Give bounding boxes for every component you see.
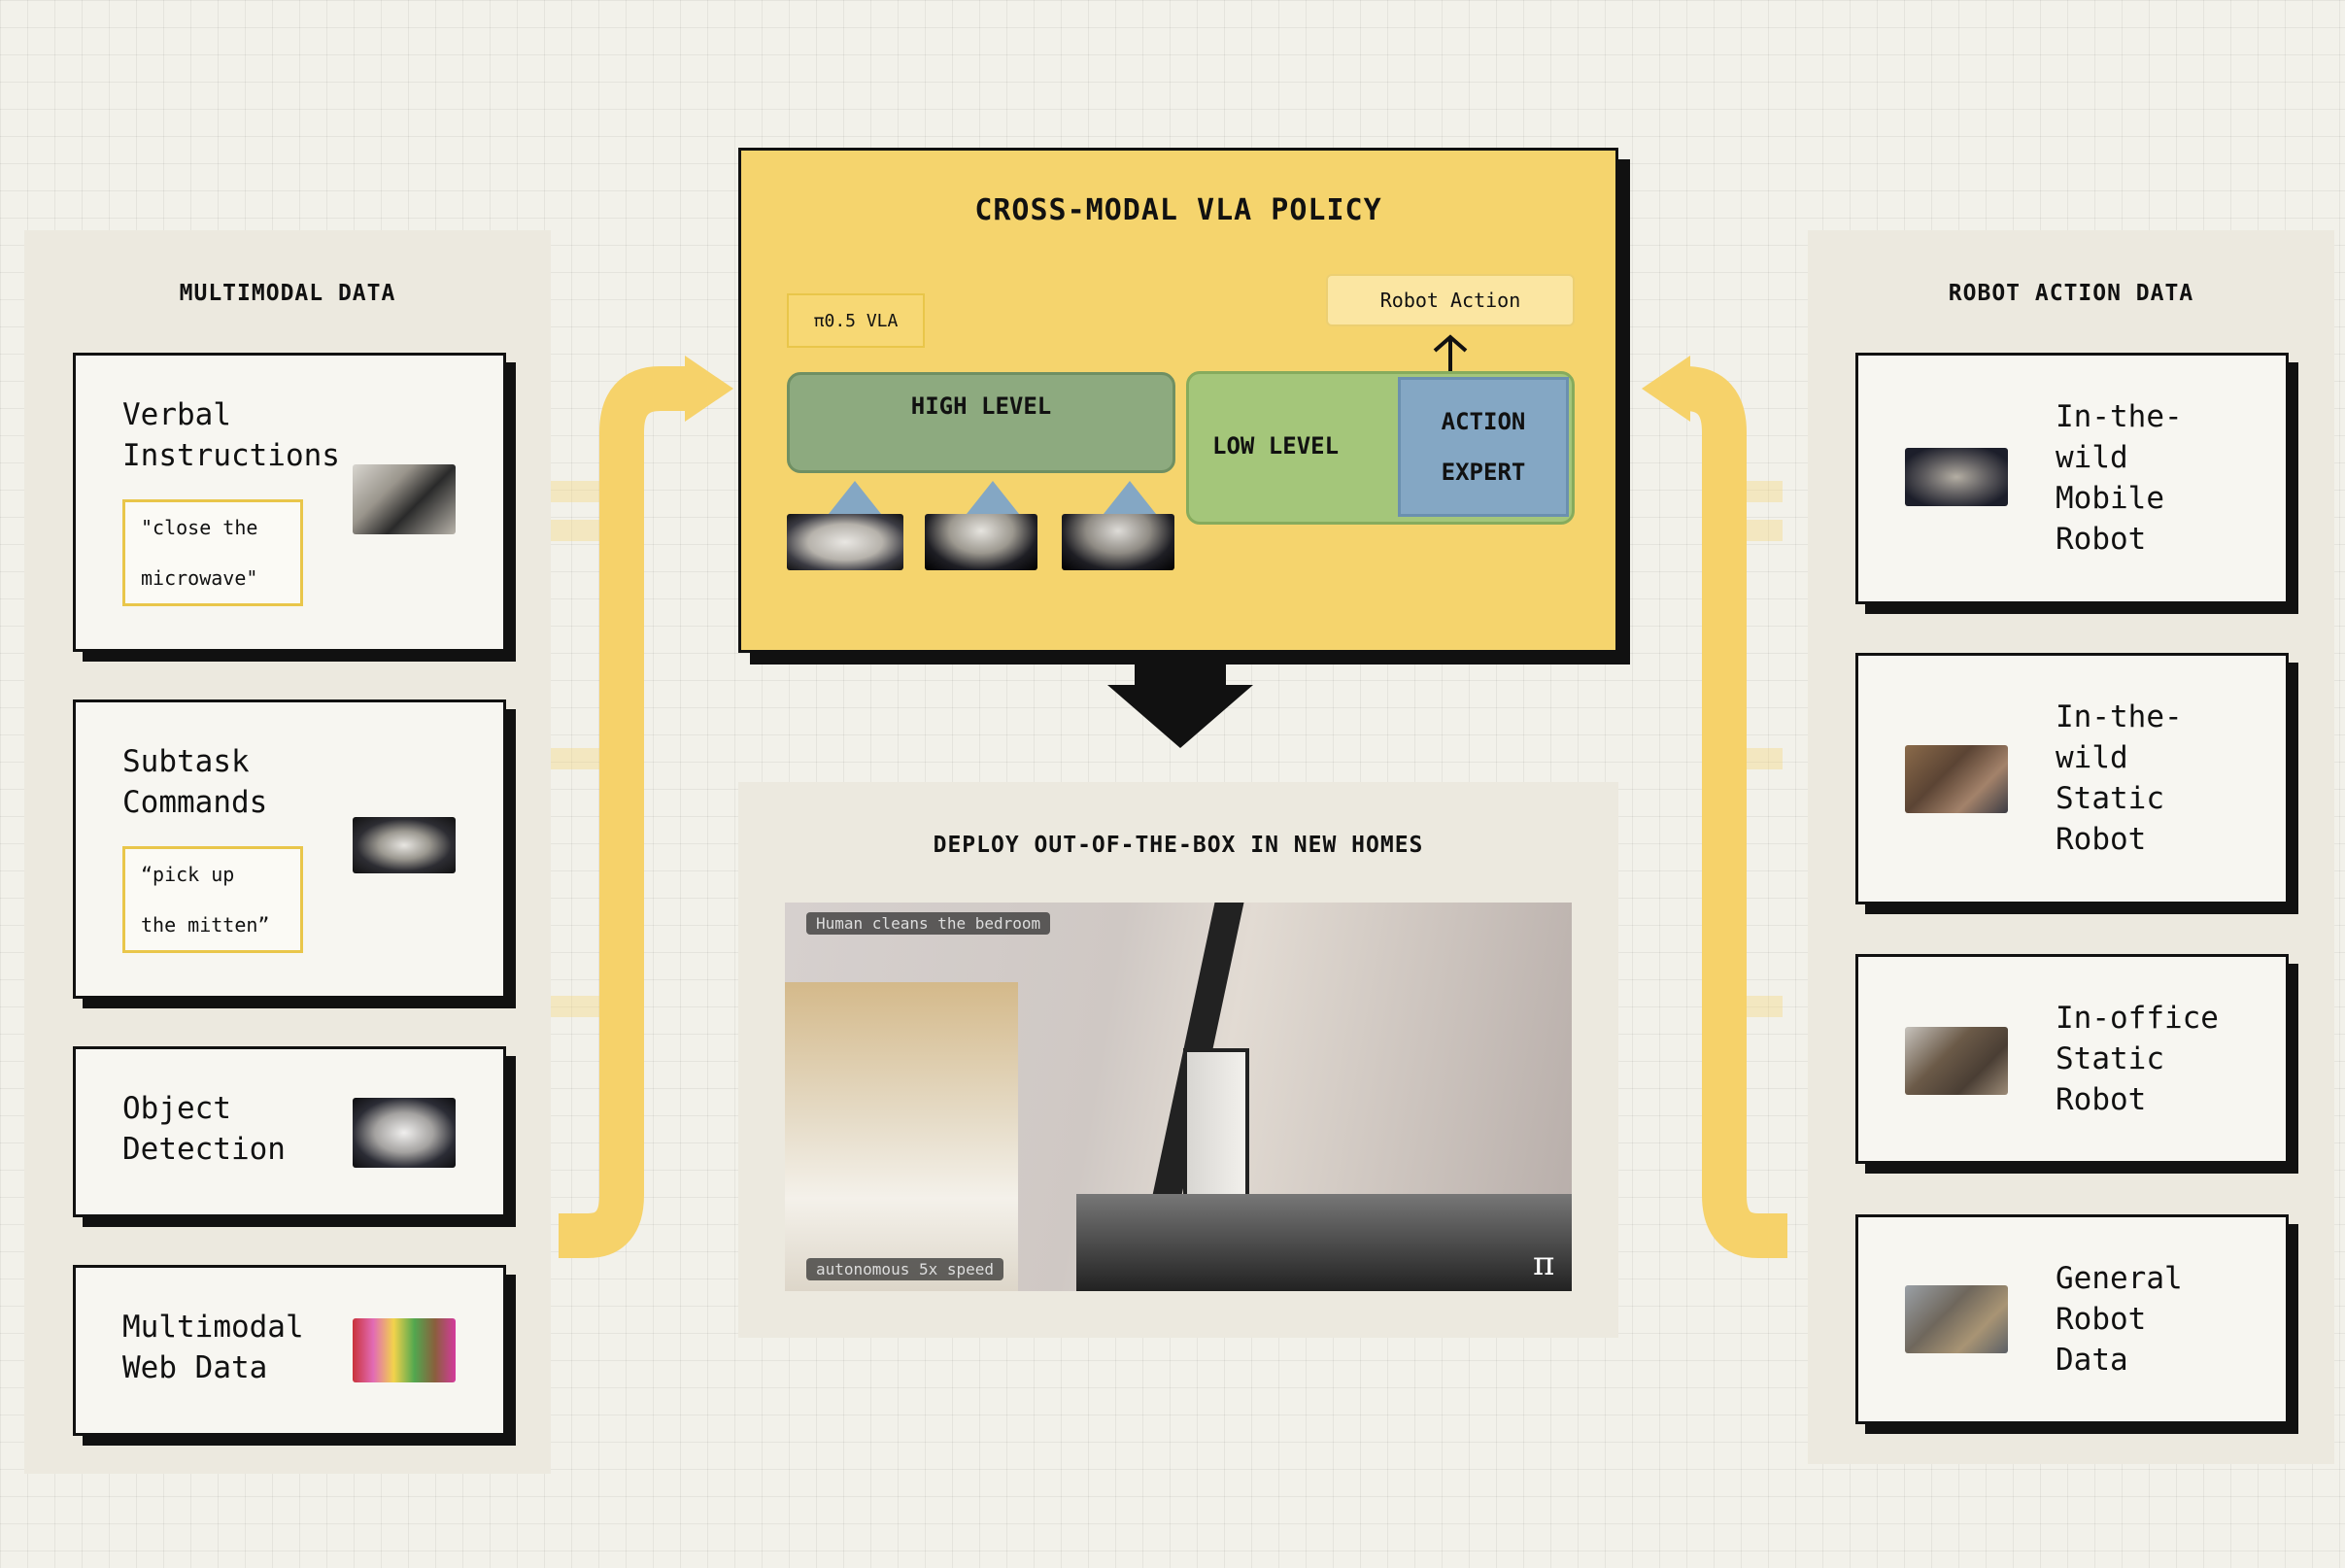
action-expert-node: ACTION EXPERT [1398, 377, 1569, 517]
general-robot-photo-icon [1905, 1285, 2008, 1353]
high-level-node: HIGH LEVEL [787, 372, 1175, 473]
colorful-room-photo-icon [353, 1318, 456, 1382]
mobile-robot-photo-icon [1905, 448, 2008, 506]
card-label: Multimodal Web Data [122, 1310, 304, 1385]
fisheye-photo-icon [353, 1098, 456, 1168]
card-label: General Robot Data [2056, 1261, 2183, 1378]
card-label: In-the- wild Mobile Robot [2056, 399, 2183, 557]
camera-view-2 [925, 514, 1037, 570]
card-label: Object Detection [122, 1091, 286, 1167]
camera-input-arrows [829, 481, 1156, 514]
kitchen-photo-icon [353, 464, 456, 534]
card-verbal-instructions: Verbal Instructions "close the microwave… [73, 353, 506, 652]
pi-logo: π [1533, 1244, 1555, 1283]
policy-title: CROSS-MODAL VLA POLICY [974, 193, 1382, 227]
card-label: Subtask Commands [122, 744, 268, 820]
static-robot-photo-icon [1905, 745, 2008, 813]
panel-title: ROBOT ACTION DATA [1948, 281, 2194, 306]
deploy-down-arrow [1107, 656, 1253, 748]
bed-shape [785, 982, 1018, 1291]
quote-box: “pick up the mitten” [122, 846, 303, 953]
panel-title: MULTIMODAL DATA [179, 281, 396, 306]
model-tag: π0.5 VLA [787, 293, 925, 348]
deploy-title: DEPLOY OUT-OF-THE-BOX IN NEW HOMES [933, 833, 1424, 858]
card-subtask-commands: Subtask Commands “pick up the mitten” [73, 699, 506, 999]
card-multimodal-web-data: Multimodal Web Data [73, 1265, 506, 1436]
video-caption-top: Human cleans the bedroom [806, 912, 1051, 935]
card-in-the-wild-mobile-robot: In-the- wild Mobile Robot [1855, 353, 2289, 604]
left-flow-arrow [559, 366, 685, 1258]
card-in-office-static-robot: In-office Static Robot [1855, 954, 2289, 1164]
robot-action-box: Robot Action [1326, 274, 1575, 326]
camera-view-3 [1062, 514, 1174, 570]
card-label: Verbal Instructions [122, 397, 340, 473]
fisheye-photo-icon [353, 817, 456, 873]
deploy-video: Human cleans the bedroom autonomous 5x s… [785, 903, 1572, 1291]
camera-view-1 [787, 514, 903, 570]
low-level-label: LOW LEVEL [1212, 432, 1340, 460]
quote-box: "close the microwave" [122, 499, 303, 606]
right-flow-arrow [1683, 366, 1787, 1258]
robot-base [1076, 1194, 1572, 1291]
card-in-the-wild-static-robot: In-the- wild Static Robot [1855, 653, 2289, 904]
card-general-robot-data: General Robot Data [1855, 1214, 2289, 1424]
office-robot-photo-icon [1905, 1027, 2008, 1095]
up-arrow-icon [1433, 334, 1468, 374]
vla-policy-box: CROSS-MODAL VLA POLICY π0.5 VLA Robot Ac… [738, 148, 1618, 653]
video-caption-bottom: autonomous 5x speed [806, 1258, 1004, 1280]
card-label: In-the- wild Static Robot [2056, 699, 2183, 857]
deploy-panel: DEPLOY OUT-OF-THE-BOX IN NEW HOMES Human… [738, 782, 1618, 1338]
card-label: In-office Static Robot [2056, 1001, 2219, 1117]
card-object-detection: Object Detection [73, 1046, 506, 1217]
